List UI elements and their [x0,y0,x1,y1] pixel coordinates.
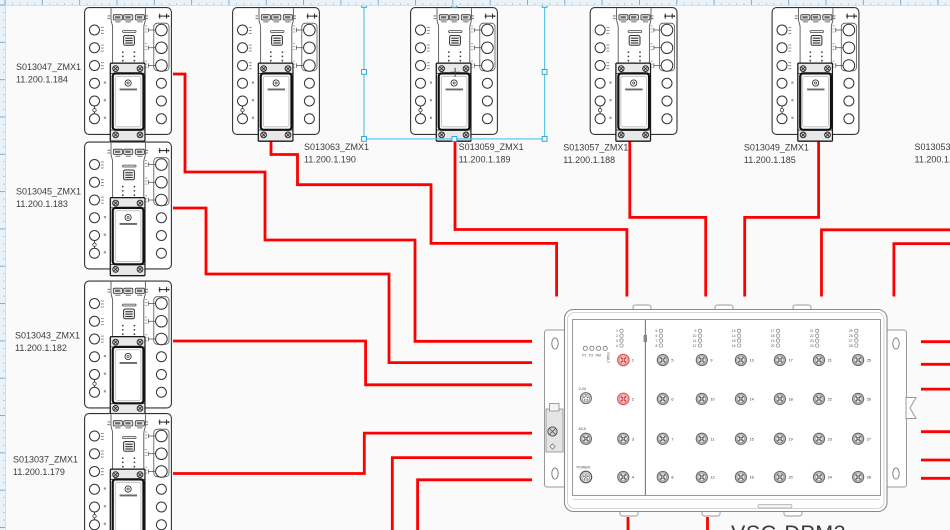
svg-text:16: 16 [732,344,736,348]
svg-text:S013057_ZMX1: S013057_ZMX1 [563,142,628,152]
svg-text:11.200.1.188: 11.200.1.188 [563,155,615,165]
svg-text:S013047_ZMX1: S013047_ZMX1 [16,62,81,72]
svg-text:25: 25 [867,359,871,363]
svg-text:24: 24 [828,476,832,480]
svg-text:12: 12 [710,476,714,480]
svg-text:12: 12 [693,344,697,348]
svg-text:S013049_ZMX1: S013049_ZMX1 [744,142,809,152]
svg-text:11.200.1.179: 11.200.1.179 [13,467,65,477]
svg-text:2: 2 [616,334,618,338]
svg-text:11.200.1.190: 11.200.1.190 [304,155,356,165]
svg-text:S013063_ZMX1: S013063_ZMX1 [304,142,369,152]
svg-text:10: 10 [710,398,714,402]
svg-text:FAULT: FAULT [606,353,610,364]
svg-text:21: 21 [810,329,814,333]
svg-text:11.200.1.184: 11.200.1.184 [16,75,68,85]
svg-text:19: 19 [789,437,793,441]
svg-text:21: 21 [828,359,832,363]
svg-text:20: 20 [771,344,775,348]
svg-text:11: 11 [710,437,714,441]
svg-text:7: 7 [656,339,658,343]
svg-text:S013059_ZMX1: S013059_ZMX1 [459,142,524,152]
svg-text:1: 1 [616,329,618,333]
svg-text:14: 14 [750,398,754,402]
svg-text:1: 1 [632,359,634,363]
svg-text:24: 24 [810,344,814,348]
svg-text:26: 26 [867,398,871,402]
svg-text:5: 5 [671,359,673,363]
svg-text:22: 22 [810,334,814,338]
svg-text:23: 23 [828,437,832,441]
svg-text:19: 19 [771,339,775,343]
svg-text:V-24: V-24 [579,387,586,391]
svg-text:16: 16 [750,476,754,480]
svg-text:7: 7 [671,437,673,441]
svg-text:27: 27 [867,437,871,441]
svg-text:4: 4 [632,476,634,480]
svg-text:P2: P2 [589,354,593,358]
svg-text:11.200.1.189: 11.200.1.189 [459,155,511,165]
svg-text:11.200.1.185: 11.200.1.185 [744,155,796,165]
svg-text:28: 28 [867,476,871,480]
svg-text:20: 20 [789,476,793,480]
svg-text:5: 5 [656,329,658,333]
svg-text:27: 27 [849,339,853,343]
svg-text:15: 15 [750,437,754,441]
svg-text:18: 18 [789,398,793,402]
svg-text:17: 17 [789,359,793,363]
svg-text:4: 4 [616,344,618,348]
svg-text:11.200.1.186: 11.200.1.186 [915,155,950,165]
svg-text:11.200.1.183: 11.200.1.183 [16,199,68,209]
svg-text:9: 9 [710,359,712,363]
svg-text:13: 13 [750,359,754,363]
svg-text:18: 18 [771,334,775,338]
svg-text:P1: P1 [582,354,586,358]
svg-text:VSC-DPM3: VSC-DPM3 [731,521,846,530]
svg-text:25: 25 [849,329,853,333]
svg-text:13: 13 [732,329,736,333]
svg-text:2: 2 [632,398,634,402]
svg-text:RM: RM [596,354,602,358]
svg-text:S013053_ZMX1: S013053_ZMX1 [915,142,950,152]
svg-text:3: 3 [632,437,634,441]
svg-text:3: 3 [616,339,618,343]
svg-text:8: 8 [656,344,658,348]
svg-text:6: 6 [671,398,673,402]
svg-text:6: 6 [656,334,658,338]
svg-text:ACA: ACA [579,427,587,431]
svg-text:10: 10 [693,334,697,338]
svg-text:POWER: POWER [577,466,591,470]
svg-text:11: 11 [693,339,697,343]
svg-text:14: 14 [732,334,736,338]
svg-text:23: 23 [810,339,814,343]
svg-text:S013037_ZMX1: S013037_ZMX1 [13,455,78,465]
svg-text:28: 28 [849,344,853,348]
svg-text:22: 22 [828,398,832,402]
svg-text:S013045_ZMX1: S013045_ZMX1 [16,187,81,197]
svg-text:S013043_ZMX1: S013043_ZMX1 [15,331,80,341]
svg-text:17: 17 [771,329,775,333]
svg-text:11.200.1.182: 11.200.1.182 [15,343,67,353]
svg-text:9: 9 [695,329,697,333]
svg-text:26: 26 [849,334,853,338]
svg-text:8: 8 [671,476,673,480]
svg-text:15: 15 [732,339,736,343]
